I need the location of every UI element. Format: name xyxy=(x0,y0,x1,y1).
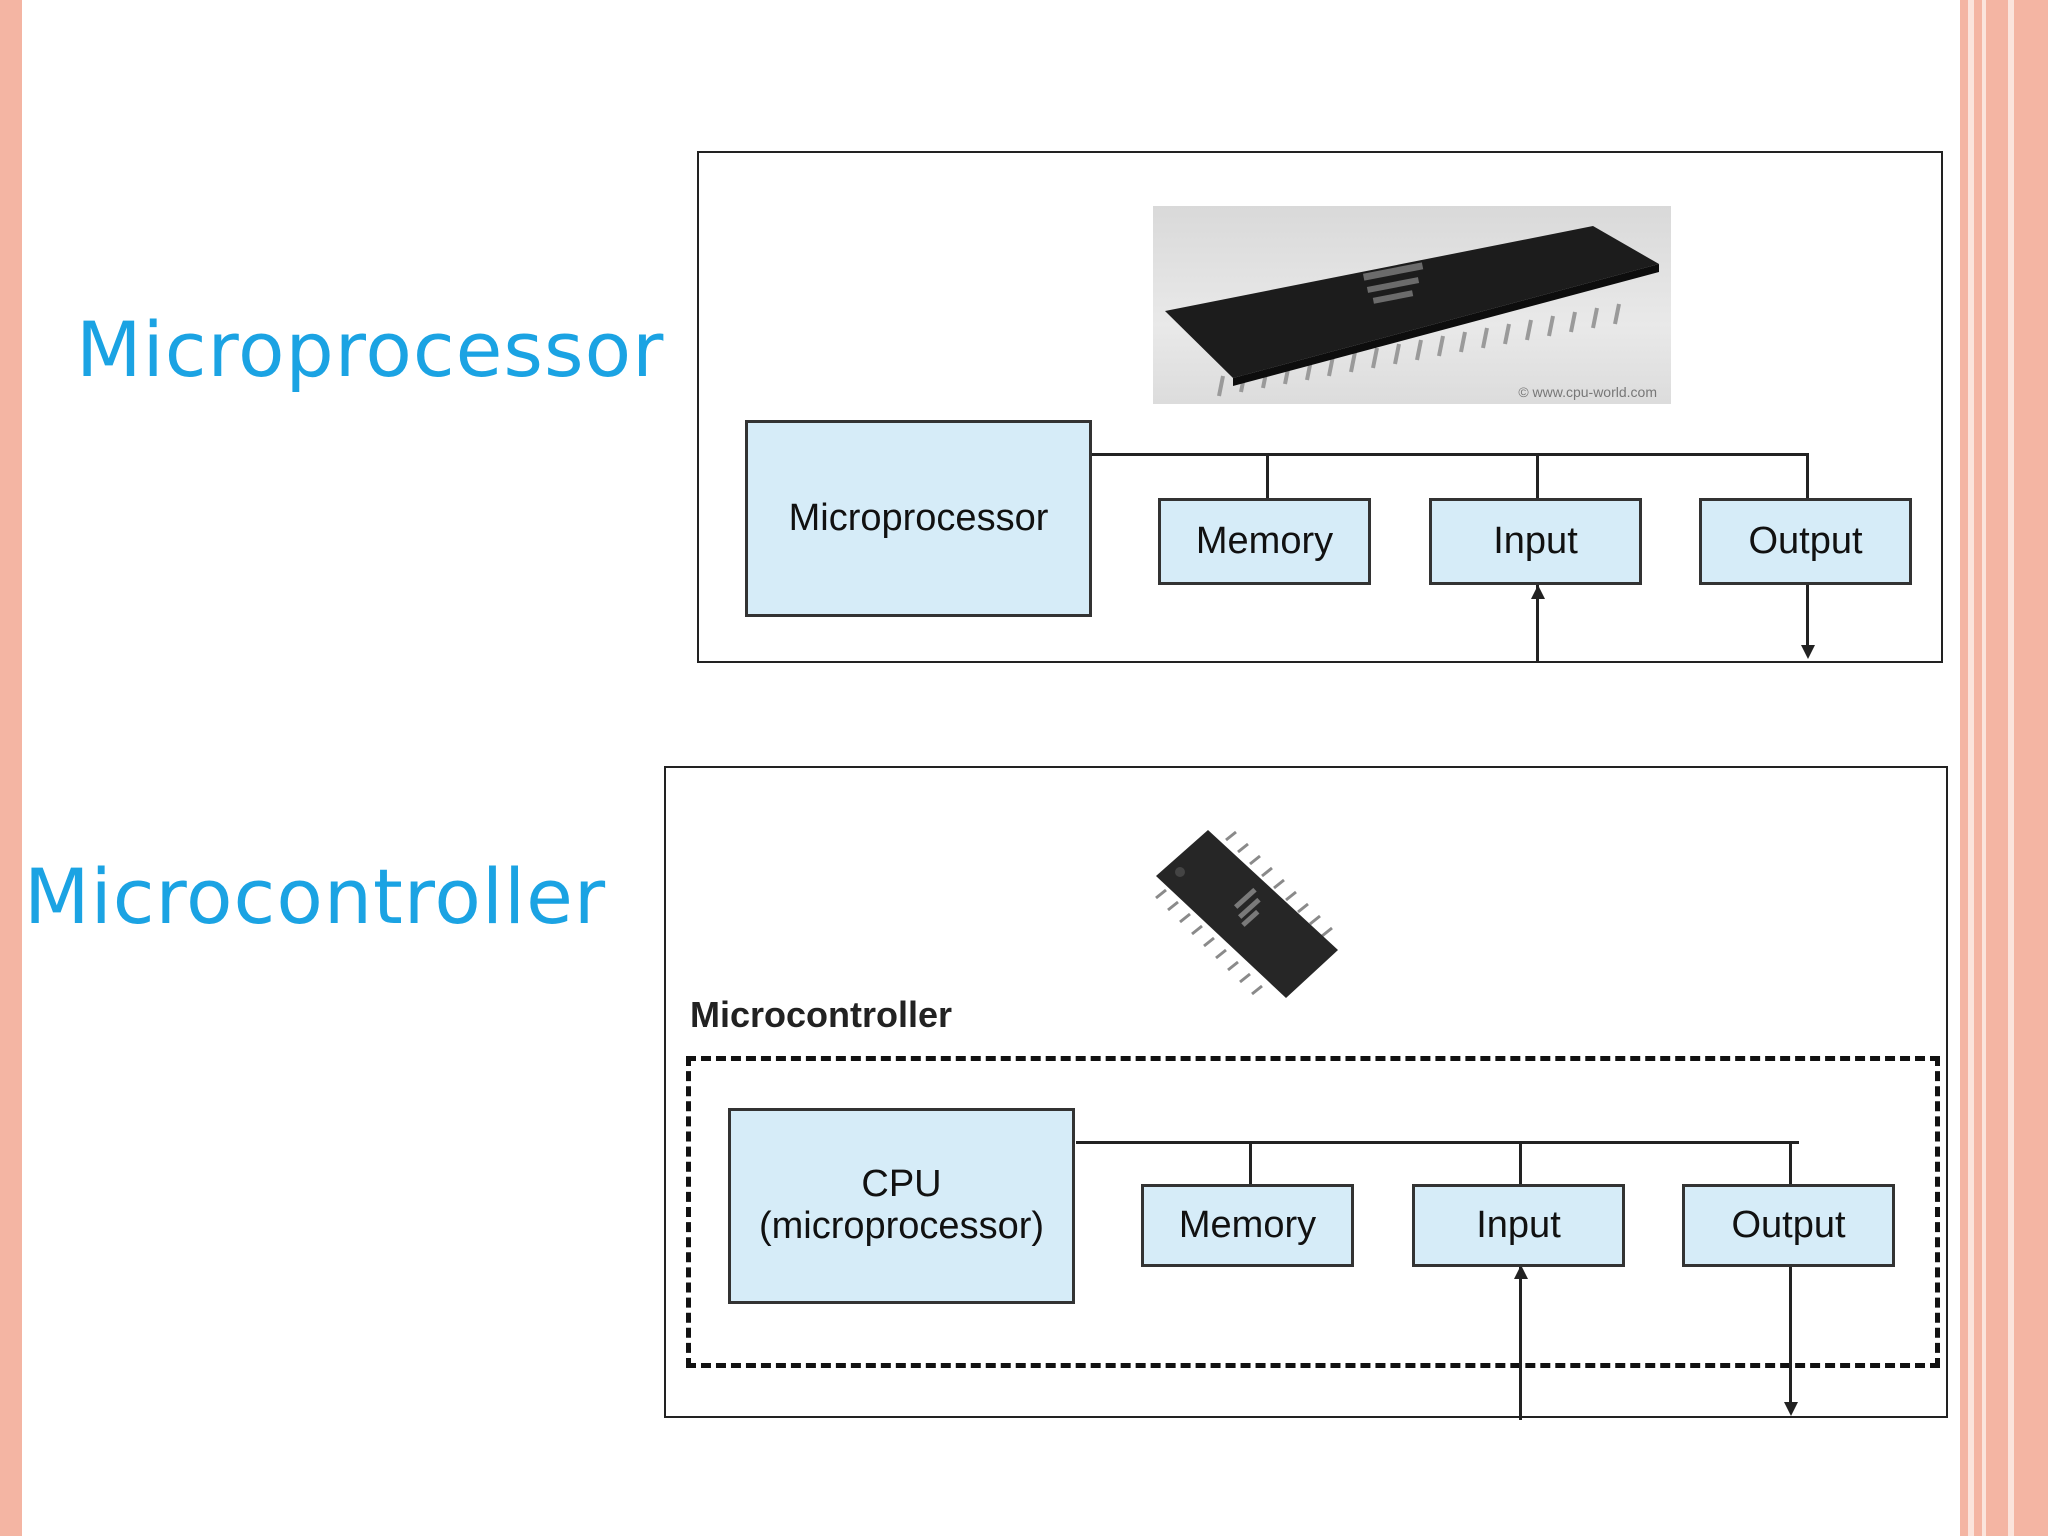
mc-input-block: Input xyxy=(1412,1184,1625,1267)
output-block-label: Output xyxy=(1748,520,1863,562)
mc-input-block-label: Input xyxy=(1476,1204,1561,1246)
mc-bus-line-output xyxy=(1789,1141,1792,1184)
label-microprocessor: Microprocessor xyxy=(76,305,665,394)
memory-block-label: Memory xyxy=(1195,520,1334,562)
mc-memory-block-label: Memory xyxy=(1178,1204,1317,1246)
mc-bus-line-horizontal xyxy=(1076,1141,1799,1144)
mc-bus-line-input xyxy=(1519,1141,1522,1184)
bus-line-memory xyxy=(1266,453,1269,498)
photo-credit: © www.cpu-world.com xyxy=(1518,384,1657,400)
microcontroller-chip-image xyxy=(1155,830,1338,998)
microprocessor-block-label: Microprocessor xyxy=(788,496,1049,539)
slide-frame-right xyxy=(1960,0,2048,1536)
mc-input-line xyxy=(1519,1265,1522,1420)
output-block: Output xyxy=(1699,498,1912,585)
label-microcontroller: Microcontroller xyxy=(24,852,607,941)
bus-line-horizontal xyxy=(1089,453,1809,456)
mc-output-block: Output xyxy=(1682,1184,1895,1267)
mc-output-line xyxy=(1789,1265,1792,1405)
output-line xyxy=(1806,585,1809,649)
mc-input-arrow-up-icon xyxy=(1514,1265,1528,1279)
input-block-label: Input xyxy=(1493,520,1578,562)
microprocessor-figure: © www.cpu-world.com Microprocessor Memor… xyxy=(697,151,1943,663)
microprocessor-chip-photo: © www.cpu-world.com xyxy=(1153,206,1671,404)
mc-output-block-label: Output xyxy=(1731,1204,1846,1246)
dip-chip-image xyxy=(1165,226,1659,397)
microcontroller-caption: Microcontroller xyxy=(690,994,953,1035)
output-arrow-down-icon xyxy=(1801,645,1815,659)
memory-block: Memory xyxy=(1158,498,1371,585)
cpu-block-label-line1: CPU xyxy=(861,1163,942,1206)
microcontroller-boundary xyxy=(686,1056,1940,1368)
mc-bus-line-memory xyxy=(1249,1141,1252,1184)
microprocessor-block: Microprocessor xyxy=(745,420,1092,617)
mc-memory-block: Memory xyxy=(1141,1184,1354,1267)
bus-line-input xyxy=(1536,453,1539,498)
cpu-block-label-line2: (microprocessor) xyxy=(758,1205,1045,1247)
input-line xyxy=(1536,585,1539,663)
microcontroller-figure: Microcontroller CPU (microprocessor) Mem… xyxy=(664,766,1948,1420)
bus-line-output xyxy=(1806,453,1809,498)
cpu-block: CPU (microprocessor) xyxy=(728,1108,1075,1304)
input-block: Input xyxy=(1429,498,1642,585)
slide-frame-left xyxy=(0,0,22,1536)
input-arrow-up-icon xyxy=(1531,585,1545,599)
mc-output-arrow-down-icon xyxy=(1784,1402,1798,1416)
